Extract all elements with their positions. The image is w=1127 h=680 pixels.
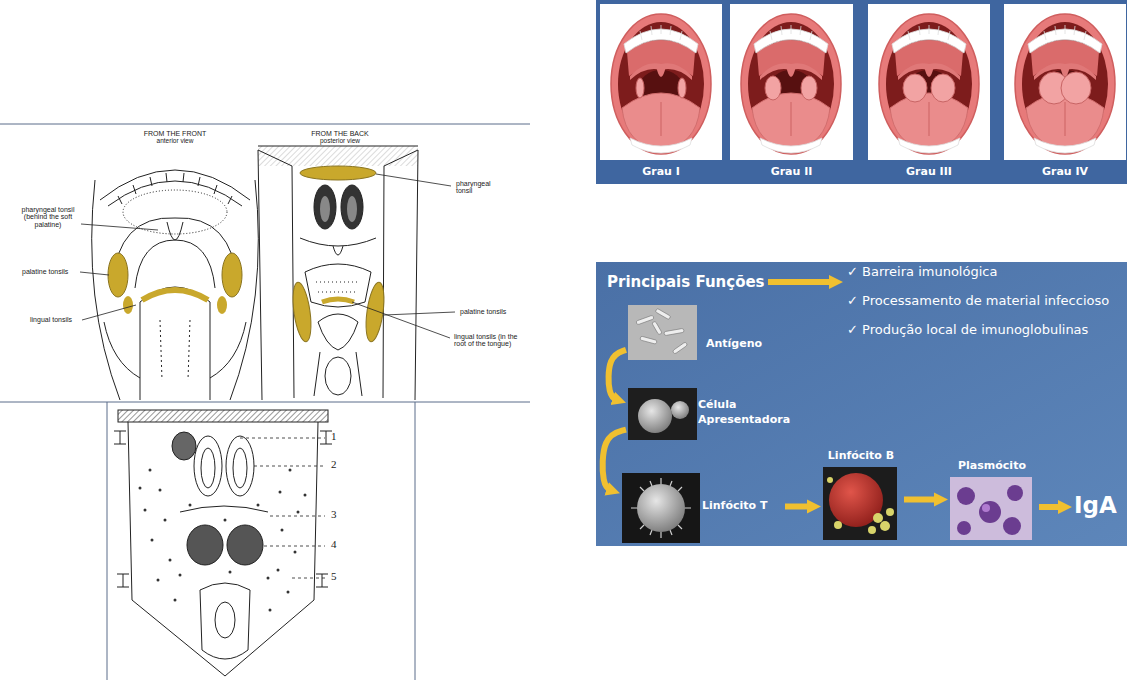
flow-arrow — [603, 430, 626, 491]
heading-text: Principais Funções — [607, 273, 765, 291]
anterior-view-drawing — [92, 170, 259, 400]
callout-number: 3 — [331, 509, 337, 521]
plasma-cell-image — [950, 477, 1032, 540]
t-cell-step: Linfócito T — [620, 471, 785, 545]
figure-frame — [0, 124, 530, 680]
function-list: ✓ Barreira imunológica ✓ Processamento de… — [843, 264, 1116, 354]
part-label: lingual tonsils (in the root of the tong… — [454, 333, 522, 348]
step-label: Antígeno — [706, 337, 762, 352]
flow-arrow — [768, 279, 835, 285]
antigen-image — [628, 305, 697, 360]
function-item: ✓ Processamento de material infeccioso — [847, 293, 1113, 310]
flow-arrow — [785, 504, 813, 510]
b-cell-step: Linfócito B — [821, 447, 904, 542]
antigen-step: Antígeno — [626, 303, 766, 363]
step-label: Linfócito T — [702, 499, 767, 514]
section-heading: Principais Funções — [603, 271, 768, 293]
view-subtitle: anterior view — [125, 138, 225, 145]
presenting-cell-image — [628, 388, 697, 440]
part-label: pharyngeal tonsil (behind the soft palat… — [20, 206, 76, 228]
t-cell-image — [622, 473, 700, 543]
view-title: FROM THE BACK — [290, 130, 390, 137]
grade-caption: Grau IV — [1004, 162, 1127, 182]
view-title: FROM THE FRONT — [125, 130, 225, 137]
callout-number: 1 — [331, 431, 337, 443]
step-label: Plasmócito — [948, 459, 1036, 474]
part-label: palatine tonsils — [460, 308, 506, 315]
posterior-view-drawing — [258, 146, 418, 400]
b-cell-image — [823, 467, 897, 540]
antibody-output: IgA — [1072, 492, 1124, 522]
functions-slide — [596, 262, 1127, 546]
flow-arrow — [609, 350, 626, 400]
antibody-label: IgA — [1074, 492, 1117, 518]
function-item: ✓ Produção local de imunoglobulinas — [847, 322, 1113, 339]
callout-number: 4 — [331, 539, 337, 551]
grade-caption: Grau III — [868, 162, 993, 182]
tonsil-grade-panel — [596, 0, 1127, 184]
part-label: palatine tonsils — [22, 268, 68, 275]
pharynx-drawing — [114, 410, 332, 676]
leader-lines — [80, 174, 455, 338]
callout-number: 5 — [331, 571, 337, 583]
part-label: lingual tonsils — [30, 316, 72, 323]
flow-arrow — [1039, 504, 1064, 510]
function-item: ✓ Barreira imunológica — [847, 264, 1113, 281]
part-label: pharyngeal tonsil — [456, 180, 500, 195]
grade-label: Grau II — [730, 165, 853, 178]
presenting-cell-step: Célula Apresentadora — [626, 386, 806, 442]
step-label: Célula Apresentadora — [698, 398, 802, 428]
grade-caption: Grau I — [600, 162, 725, 182]
step-label: Linfócito B — [821, 449, 901, 464]
grade-label: Grau III — [868, 165, 990, 178]
flow-arrow — [904, 497, 940, 503]
plasma-cell-step: Plasmócito — [948, 457, 1039, 542]
callout-leaders — [240, 438, 325, 578]
view-subtitle: posterior view — [290, 138, 390, 145]
callout-number: 2 — [331, 459, 337, 471]
grade-label: Grau IV — [1004, 165, 1126, 178]
grade-caption: Grau II — [730, 162, 856, 182]
grade-label: Grau I — [600, 165, 722, 178]
